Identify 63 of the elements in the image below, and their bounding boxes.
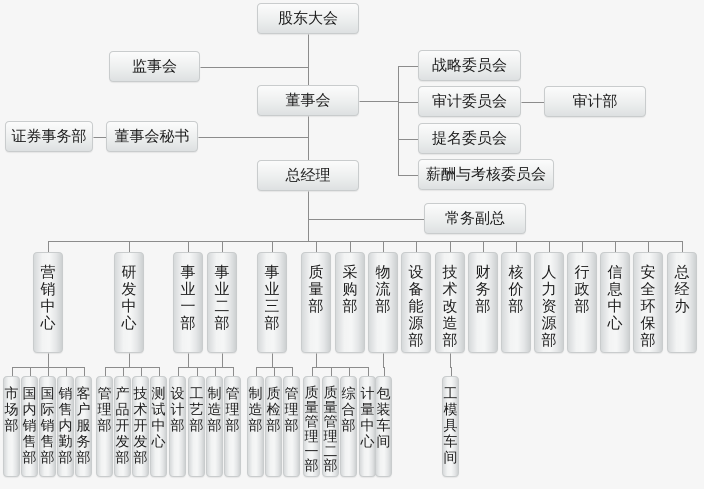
org-unit-box: 监事会	[109, 51, 200, 82]
org-unit-box: 提名委员会	[418, 123, 521, 154]
org-unit-box: 信息中心	[600, 252, 630, 353]
org-unit-box: 管理部	[224, 376, 241, 477]
org-unit-box: 制造部	[206, 376, 223, 477]
org-unit-box: 董事会	[257, 85, 359, 116]
connector-line	[450, 353, 452, 377]
connector-line	[105, 353, 160, 377]
org-unit-box: 总经办	[667, 252, 697, 353]
org-unit-box: 研发中心	[114, 252, 144, 353]
org-unit-box: 质检部	[265, 376, 282, 477]
org-unit-box: 股东大会	[257, 3, 359, 34]
org-unit-box: 质量管理二部	[322, 376, 339, 477]
org-unit-box: 营销中心	[33, 252, 63, 353]
org-unit-box: 质量部	[301, 252, 331, 353]
connector-line	[256, 353, 293, 377]
connector-line	[312, 353, 369, 377]
org-unit-box: 常务副总	[424, 203, 526, 234]
org-unit-box: 财务部	[468, 252, 498, 353]
org-unit-box: 董事会秘书	[106, 121, 198, 152]
org-unit-box: 产品开发部	[114, 376, 131, 477]
org-unit-box: 质量管理一部	[303, 376, 320, 477]
org-unit-box: 核价部	[501, 252, 531, 353]
org-unit-box: 设计部	[169, 376, 186, 477]
org-unit-box: 技术开发部	[132, 376, 149, 477]
connector-line	[48, 191, 683, 253]
org-unit-box: 事业一部	[173, 252, 203, 353]
org-unit-box: 行政部	[567, 252, 597, 353]
org-unit-box: 审计委员会	[418, 86, 521, 117]
connector-line	[308, 34, 309, 86]
connector-line	[93, 137, 107, 138]
org-unit-box: 事业二部	[207, 252, 237, 353]
org-unit-box: 综合部	[340, 376, 357, 477]
org-unit-box: 人力资源部	[534, 252, 564, 353]
connector-line	[12, 353, 85, 377]
org-unit-box: 国际销售部	[39, 376, 56, 477]
connector-line	[308, 116, 309, 161]
org-unit-box: 工模具车间	[442, 376, 459, 477]
org-unit-box: 制造部	[247, 376, 264, 477]
org-unit-box: 薪酬与考核委员会	[418, 159, 554, 190]
org-unit-box: 设备能源部	[401, 252, 431, 353]
org-unit-box: 采购部	[335, 252, 365, 353]
org-unit-box: 工艺部	[188, 376, 205, 477]
connector-line	[383, 353, 385, 377]
org-unit-box: 测试中心	[150, 376, 167, 477]
org-unit-box: 国内销售部	[21, 376, 38, 477]
org-unit-box: 战略委员会	[418, 50, 521, 81]
org-unit-box: 计量中心	[359, 376, 376, 477]
org-unit-box: 物流部	[368, 252, 398, 353]
connector-line	[178, 353, 234, 377]
org-unit-box: 客户服务部	[75, 376, 92, 477]
org-unit-box: 技术改造部	[435, 252, 465, 353]
org-unit-box: 销售内勤部	[57, 376, 74, 477]
org-unit-box: 管理部	[96, 376, 113, 477]
org-unit-box: 安全环保部	[633, 252, 663, 353]
org-unit-box: 市场部	[3, 376, 20, 477]
org-unit-box: 事业三部	[257, 252, 287, 353]
org-unit-box: 包装车间	[375, 376, 392, 477]
org-unit-box: 总经理	[257, 160, 359, 191]
org-unit-box: 审计部	[544, 86, 646, 117]
org-unit-box: 证券事务部	[5, 121, 93, 152]
org-unit-box: 管理部	[283, 376, 300, 477]
connector-line	[521, 102, 545, 103]
